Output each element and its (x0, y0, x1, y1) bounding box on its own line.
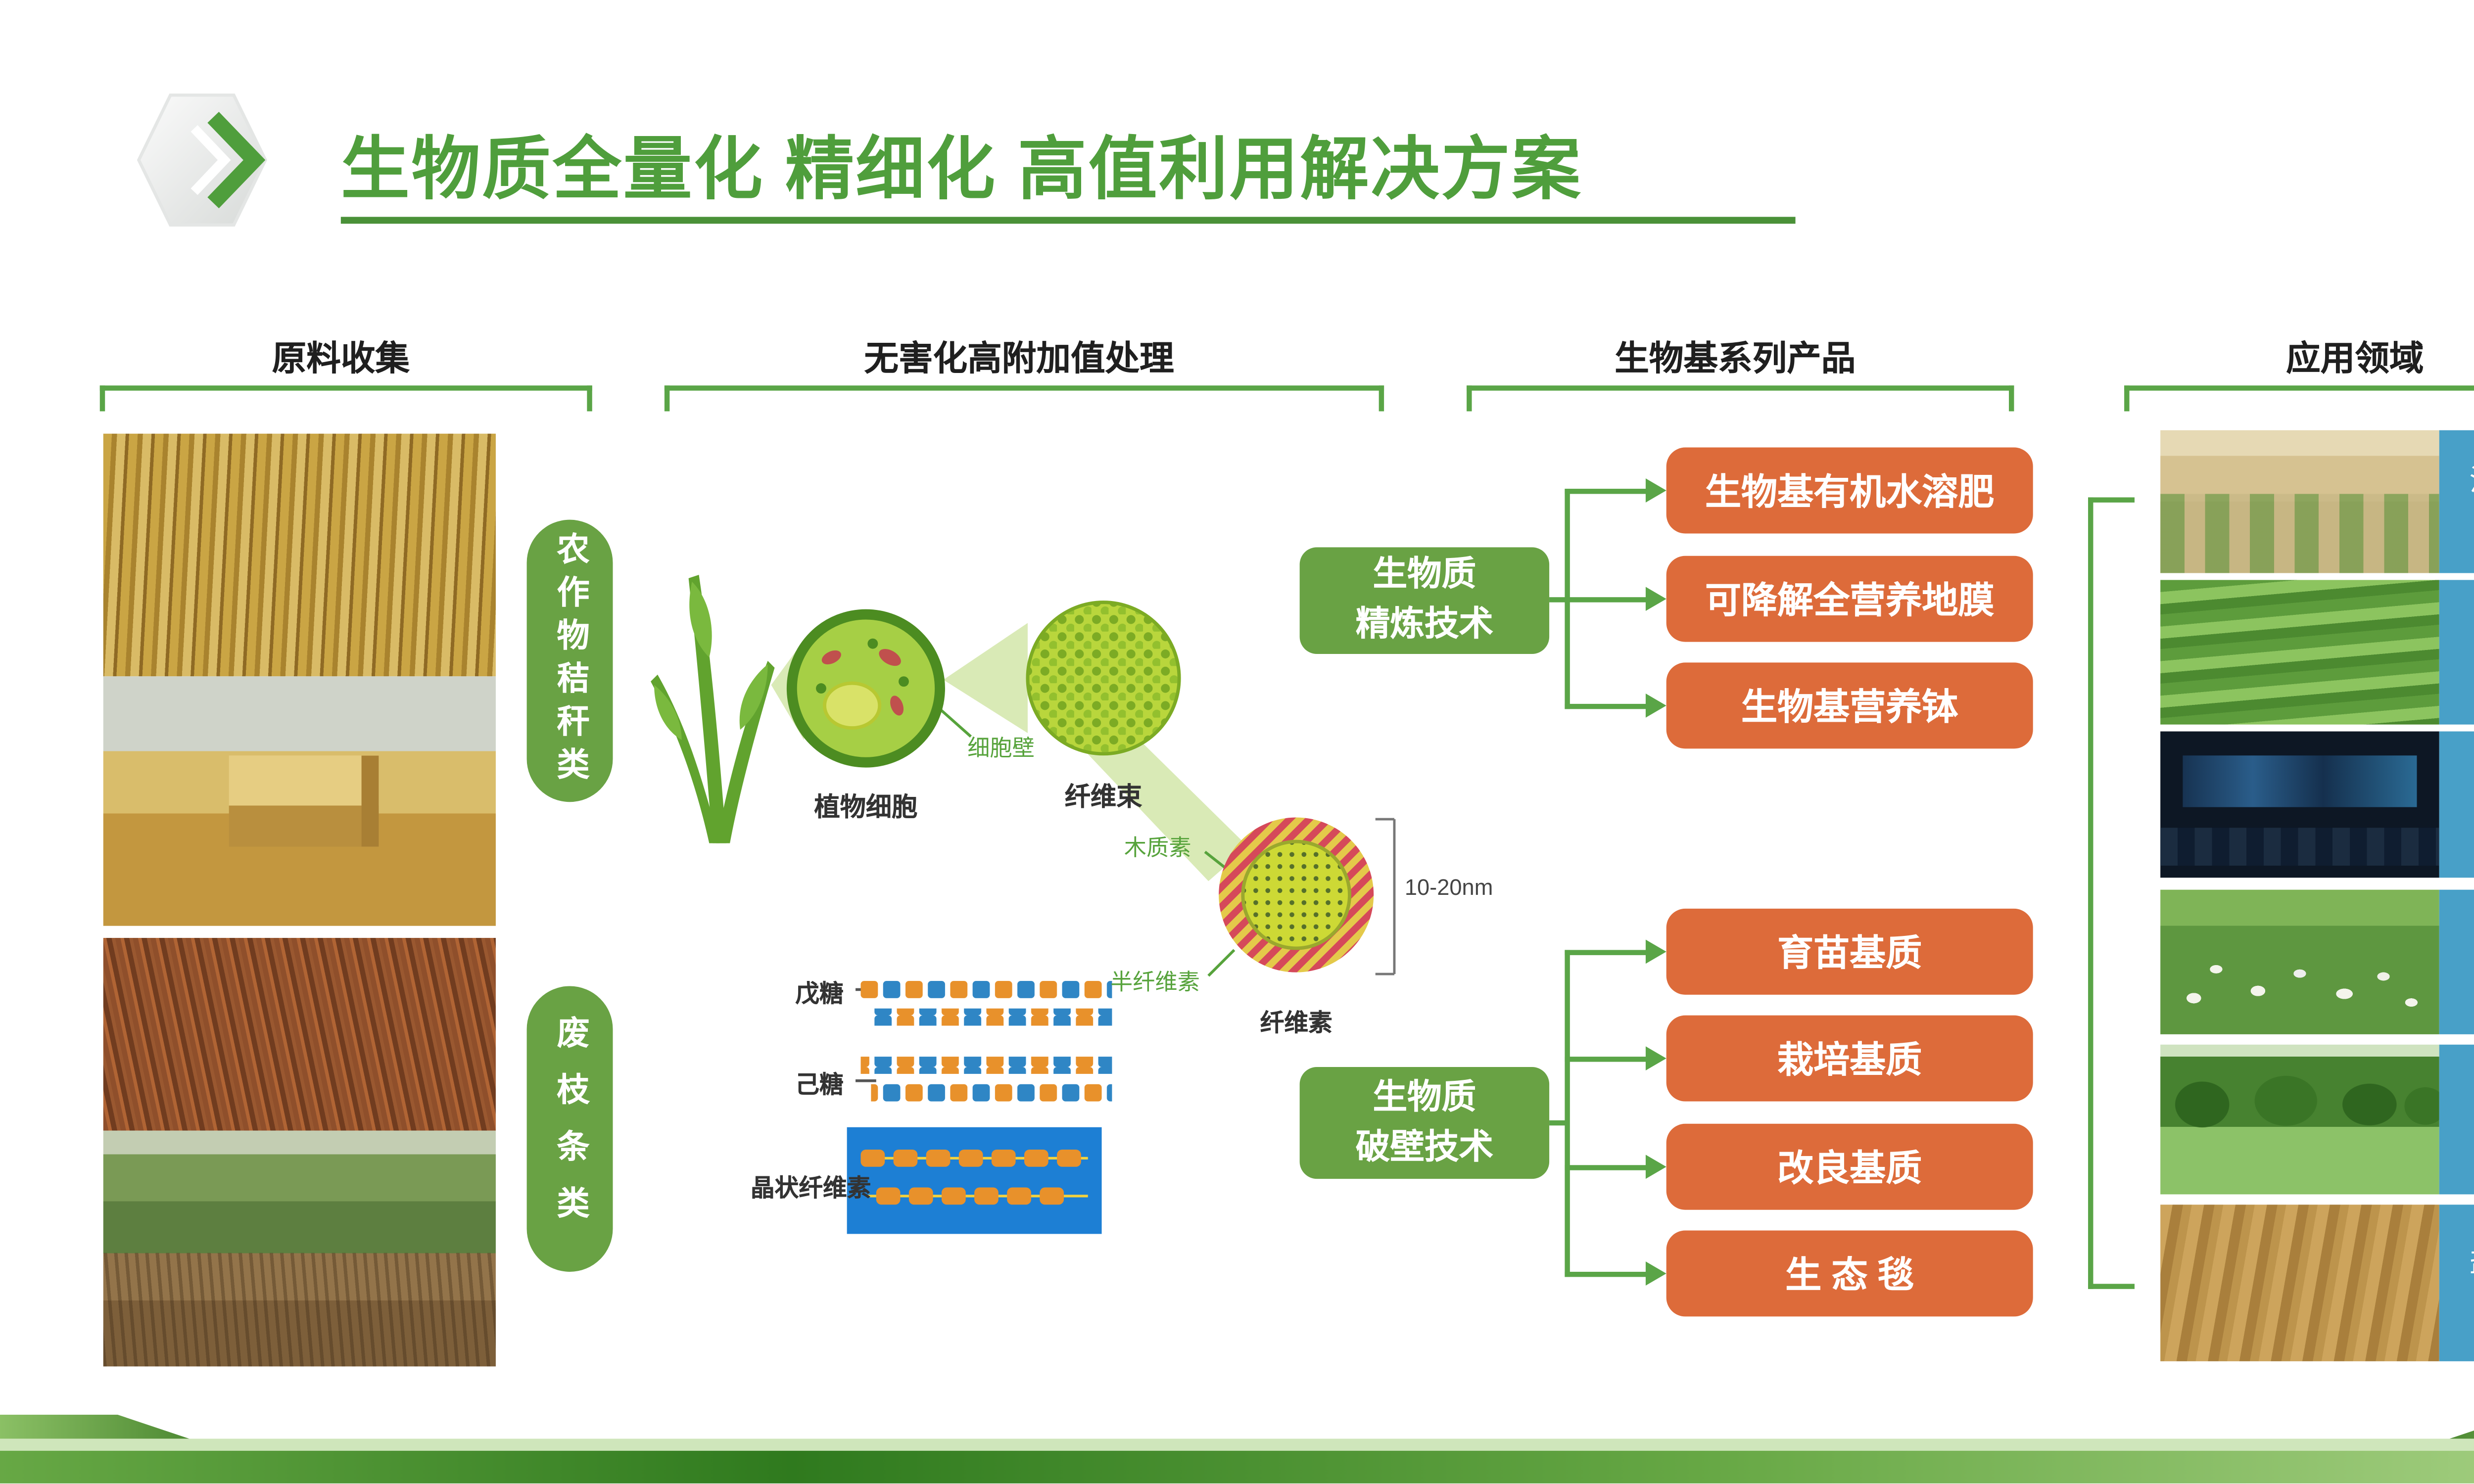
process-diagram-overlay (771, 623, 1396, 1234)
product-organic-water-soluble-fertilizer: 生物基有机水溶肥 (1666, 447, 2033, 534)
title-underline (340, 217, 1796, 224)
connector-breaking-stem (1549, 1120, 1569, 1126)
pentose-label: 戊糖 (795, 979, 844, 1007)
tech-box-wall-breaking: 生物质 破壁技术 (1299, 1067, 1550, 1179)
bracket-products (1467, 385, 2014, 412)
connector-refining-h3 (1565, 703, 1648, 709)
category-waste-branches: 废枝条类 (526, 986, 613, 1272)
page-title: 生物质全量化 精细化 高值利用解决方案 (340, 132, 1583, 208)
hemicellulose-label: 半纤维素 (1110, 969, 1200, 995)
app-label-fertility: 肥力 提升 (2439, 580, 2474, 725)
footer-corner-right (2449, 1414, 2474, 1439)
connector-refining-stem (1549, 597, 1569, 603)
arrow-icon (1645, 1046, 1666, 1070)
applications-bracket-bottom (2088, 1284, 2135, 1289)
product-bio-nutrition-pot: 生物基营养钵 (1666, 662, 2033, 749)
section-header-process: 无害化高附加值处理 (864, 340, 1174, 379)
applications-bracket-vline (2088, 497, 2093, 1289)
connector-breaking-h4 (1565, 1271, 1648, 1277)
connector-refining-h2 (1565, 597, 1648, 603)
product-improved-substrate: 改良基质 (1666, 1123, 2033, 1210)
hexagon-arrow-icon (131, 91, 289, 229)
arrow-icon (1645, 939, 1666, 964)
applications-bracket-top (2088, 497, 2135, 503)
bracket-applications (2124, 385, 2474, 412)
plant-cell-label: 植物细胞 (814, 793, 918, 823)
arrow-icon (1645, 478, 1666, 503)
connector-breaking-vline (1565, 950, 1570, 1277)
bracket-process (664, 385, 1384, 412)
footer-strip-light (0, 1438, 2474, 1451)
connector-refining-h1 (1565, 489, 1648, 494)
photo-waste-branches (103, 938, 496, 1131)
arrow-icon (1645, 1155, 1666, 1179)
app-label-agridata: 农业 数据 (2439, 731, 2474, 878)
arrow-icon (1645, 1261, 1666, 1286)
plant-illustration (651, 574, 775, 843)
section-header-raw: 原料收集 (272, 340, 410, 379)
category-crop-straw: 农作物秸秆类 (526, 519, 613, 802)
arrow-icon (1645, 694, 1666, 718)
photo-park-greenery (2160, 1044, 2439, 1195)
photo-agriculture-data (2160, 731, 2439, 878)
footer-strip-main (0, 1450, 2474, 1484)
footer-corner-left (0, 1414, 190, 1439)
scale-bracket (1375, 818, 1396, 975)
crystalline-cellulose-diagram (847, 1127, 1102, 1234)
fiber-bundle-illustration (1026, 601, 1181, 756)
crystalline-cellulose-label: 晶状纤维素 (750, 1173, 871, 1202)
photo-cabbage-field (2160, 580, 2439, 725)
cellulose-label: 纤维素 (1260, 1008, 1332, 1036)
product-cultivation-substrate: 栽培基质 (1666, 1015, 2033, 1102)
app-label-livestock: 畜牧 养殖 (2439, 889, 2474, 1034)
app-label-landscaping: 园林 绿化 (2439, 1044, 2474, 1195)
lignin-label: 木质素 (1124, 835, 1191, 861)
plant-cell-illustration (786, 609, 945, 768)
cell-wall-label: 细胞壁 (967, 735, 1035, 761)
connector-breaking-h2 (1565, 1057, 1648, 1062)
photo-corn-stalks (103, 433, 496, 677)
photo-desert-control (2160, 430, 2439, 573)
sugar-chain-rows (856, 981, 1112, 1102)
section-header-applications: 应用领域 (2286, 340, 2424, 379)
connector-breaking-h1 (1565, 950, 1648, 955)
app-label-saline-soil: 盐碱地 改良 (2439, 1205, 2474, 1361)
product-seedling-substrate: 育苗基质 (1666, 908, 2033, 995)
photo-sheep-grazing (2160, 889, 2439, 1034)
product-ecological-blanket: 生 态 毯 (1666, 1230, 2033, 1317)
photo-straw-bales (103, 676, 496, 926)
hexose-label: 己糖 (795, 1070, 844, 1098)
connector-breaking-h3 (1565, 1165, 1648, 1170)
arrow-icon (1645, 587, 1666, 611)
cellulose-cross-section (1219, 817, 1374, 973)
app-label-desertification: 沙漠化 治理 (2439, 430, 2474, 573)
fiber-bundle-label: 纤维束 (1064, 783, 1142, 813)
product-degradable-mulch-film: 可降解全营养地膜 (1666, 556, 2033, 642)
tech-box-refining: 生物质 精炼技术 (1299, 547, 1550, 654)
scale-label: 10-20nm (1404, 874, 1493, 900)
photo-orchard-pruning (103, 1130, 496, 1367)
photo-plowed-soil (2160, 1205, 2439, 1361)
bracket-raw (99, 385, 592, 412)
section-header-products: 生物基系列产品 (1615, 340, 1856, 379)
